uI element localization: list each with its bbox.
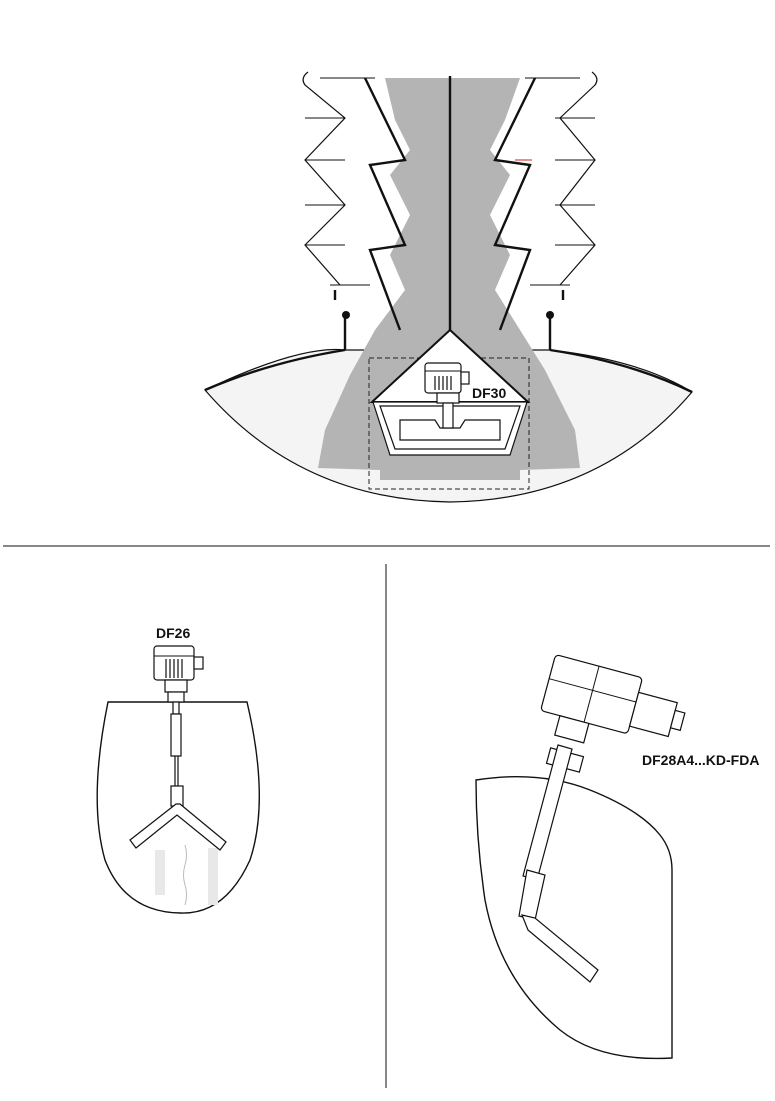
bowl-rim-left xyxy=(204,348,346,392)
hopper-inner xyxy=(379,405,521,450)
left-flange-bolt xyxy=(342,311,350,319)
left-lower-wall xyxy=(333,290,347,350)
right-lower-wall xyxy=(548,290,565,350)
left-inner-baffle xyxy=(363,77,407,331)
df26-material xyxy=(155,848,218,905)
df28-vessel xyxy=(475,775,673,1060)
df26-sensor xyxy=(129,645,227,851)
right-flange-bolt xyxy=(546,311,554,319)
df26-label: DF26 xyxy=(156,625,190,641)
df28-label: DF28A4...KD-FDA xyxy=(642,752,759,768)
df28-paddle xyxy=(521,914,599,983)
df28-section: DF28A4...KD-FDA xyxy=(475,654,759,1060)
right-outer-wall xyxy=(559,71,598,286)
left-outer-wall xyxy=(302,71,346,286)
right-inner-baffle xyxy=(493,77,537,331)
df30-sensor xyxy=(424,362,470,429)
baffle-ticks xyxy=(305,77,595,286)
silo-section: DF30 xyxy=(204,71,693,503)
df30-label: DF30 xyxy=(472,385,506,401)
paddle-trough xyxy=(399,419,501,441)
bowl-rim-right xyxy=(549,348,693,394)
df28-sensor xyxy=(540,654,686,744)
df26-section: DF26 xyxy=(96,625,261,914)
